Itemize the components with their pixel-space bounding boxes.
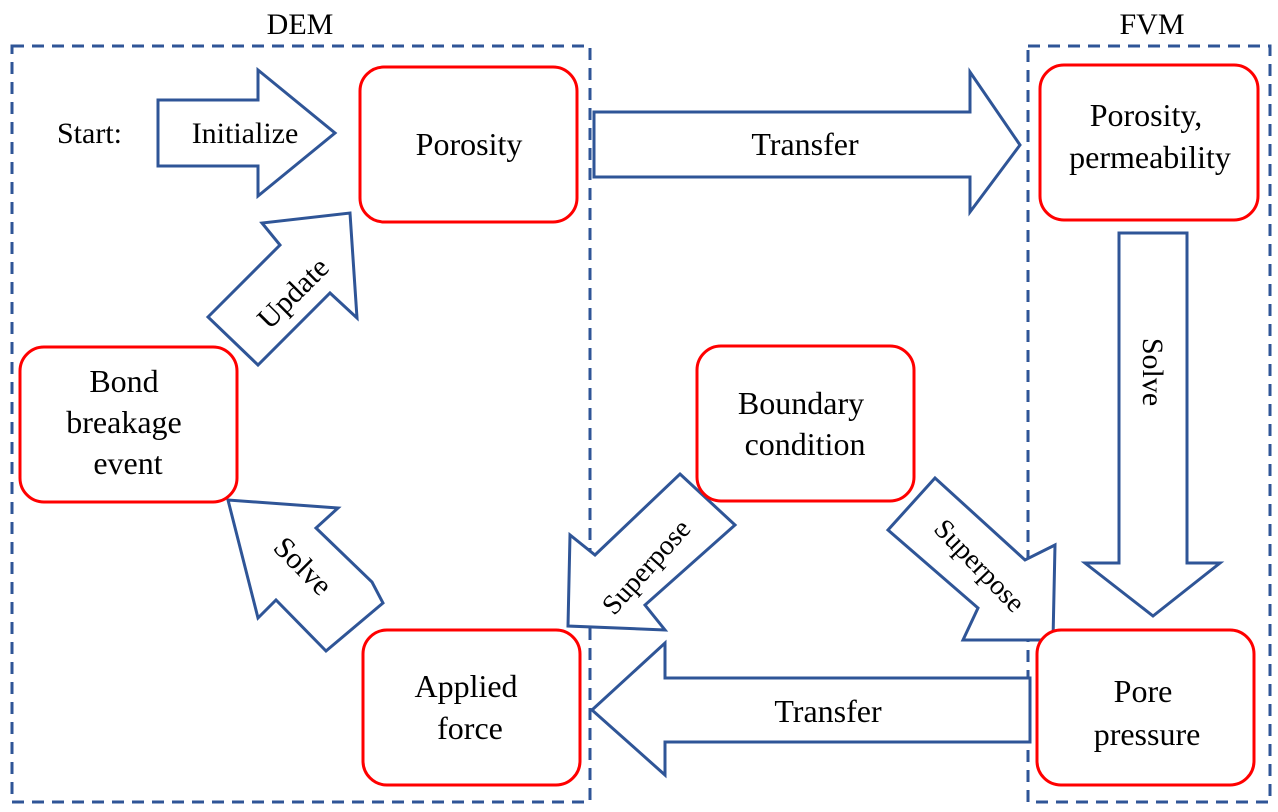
solve-fvm-arrow: Solve	[1080, 231, 1225, 618]
bond-breakage-node-line-2: breakage	[66, 404, 181, 440]
pore-pressure-node-line-1: Pore	[1114, 673, 1173, 709]
pore-pressure-node: Pore pressure	[1035, 628, 1256, 787]
dem-region-frame	[10, 44, 592, 804]
fvm-region-frame	[1026, 44, 1272, 804]
start-label: Start:	[57, 117, 122, 150]
transfer-bottom-arrow-label: Transfer	[774, 693, 882, 729]
boundary-condition-node-label: Boundary condition	[738, 385, 872, 462]
transfer-top-arrow-label: Transfer	[751, 126, 859, 162]
update-arrow: Update	[205, 211, 359, 368]
porosity-permeability-node-line-2: permeability	[1069, 139, 1231, 175]
porosity-permeability-node-label: Porosity, permeability	[1069, 97, 1231, 175]
bond-breakage-node-label: Bond breakage event	[66, 363, 189, 481]
transfer-top-arrow: Transfer	[592, 67, 1022, 217]
superpose-right-arrow: Superpose	[885, 475, 1057, 642]
bond-breakage-node: Bond breakage event	[18, 345, 239, 504]
boundary-condition-node-line-2: condition	[745, 426, 866, 462]
applied-force-node: Applied force	[361, 628, 582, 787]
applied-force-node-line-1: Applied	[414, 668, 517, 704]
bond-breakage-node-line-1: Bond	[89, 363, 158, 399]
initialize-arrow: Initialize	[156, 66, 338, 200]
bond-breakage-node-line-3: event	[93, 445, 162, 481]
pore-pressure-node-line-2: pressure	[1094, 716, 1201, 752]
porosity-node-line-1: Porosity	[416, 126, 523, 162]
fvm-region-label: FVM	[1119, 8, 1184, 41]
porosity-node: Porosity	[358, 65, 579, 224]
porosity-permeability-node: Porosity, permeability	[1038, 63, 1260, 222]
solve-dem-arrow: Solve	[226, 498, 385, 654]
porosity-node-label: Porosity	[416, 126, 523, 162]
porosity-permeability-node-line-1: Porosity,	[1090, 97, 1203, 133]
pore-pressure-node-label: Pore pressure	[1094, 673, 1201, 752]
applied-force-node-line-2: force	[437, 710, 503, 746]
applied-force-node-label: Applied force	[414, 668, 525, 746]
boundary-condition-node: Boundary condition	[695, 344, 916, 503]
initialize-arrow-label: Initialize	[192, 117, 299, 150]
boundary-condition-node-line-1: Boundary	[738, 385, 864, 421]
dem-region-label: DEM	[267, 8, 334, 41]
solve-fvm-arrow-label: Solve	[1136, 338, 1169, 406]
transfer-bottom-arrow: Transfer	[589, 639, 1032, 779]
